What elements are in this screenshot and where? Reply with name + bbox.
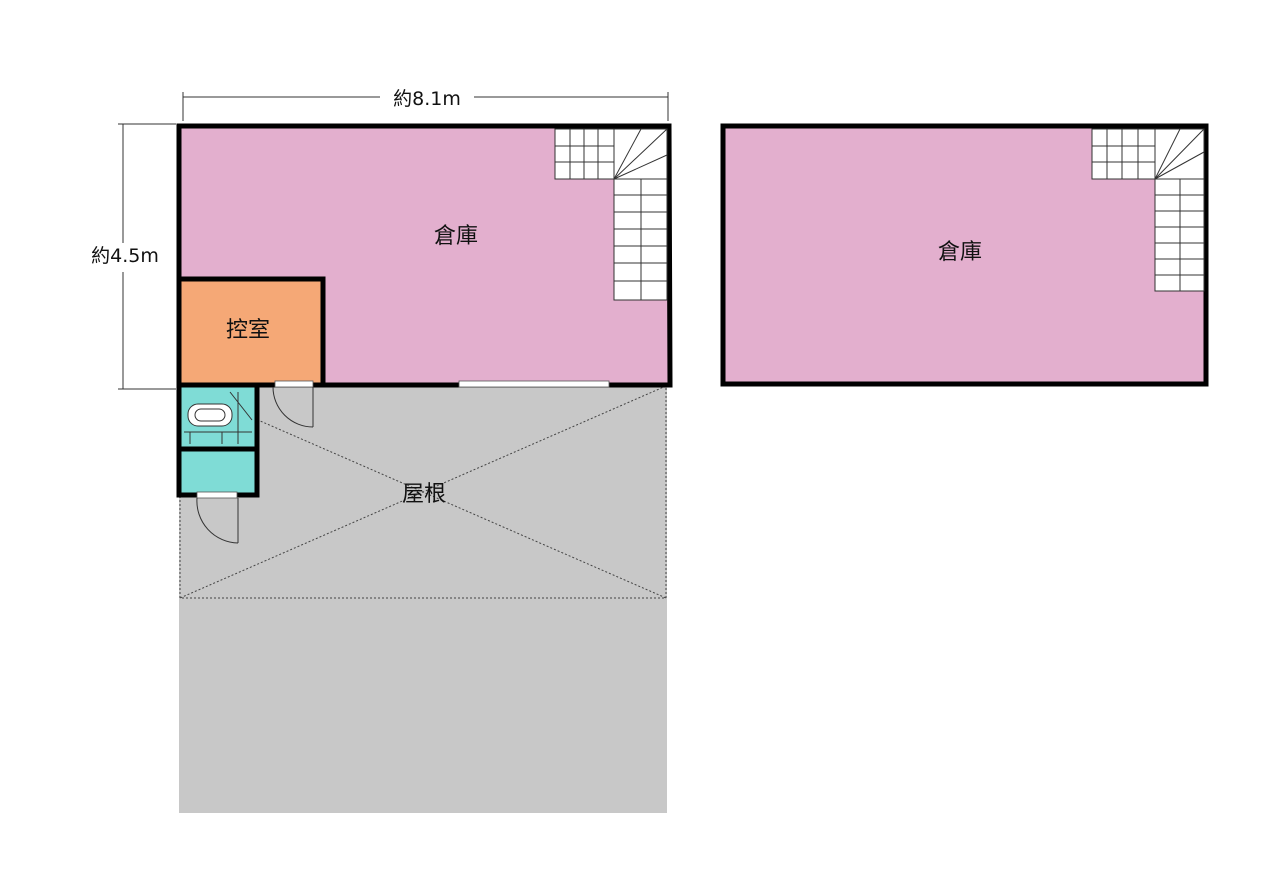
toilet-icon [184,391,253,444]
ground-area [179,386,667,813]
staircase-2f [1091,128,1205,292]
office-room [179,279,323,385]
warehouse-2f-label: 倉庫 [938,240,982,265]
office-label: 控室 [226,318,270,343]
roof-label: 屋根 [402,482,446,507]
dimension-width: 約8.1m [393,88,461,110]
openings-1f [196,380,610,499]
dimension-height: 約4.5m [91,245,159,267]
washroom [179,451,257,495]
dimension-lines [118,92,669,390]
walls-2f [720,123,1209,387]
door-swings [196,386,314,544]
warehouse-1f-label: 倉庫 [434,224,478,249]
staircase-1f [554,128,668,301]
